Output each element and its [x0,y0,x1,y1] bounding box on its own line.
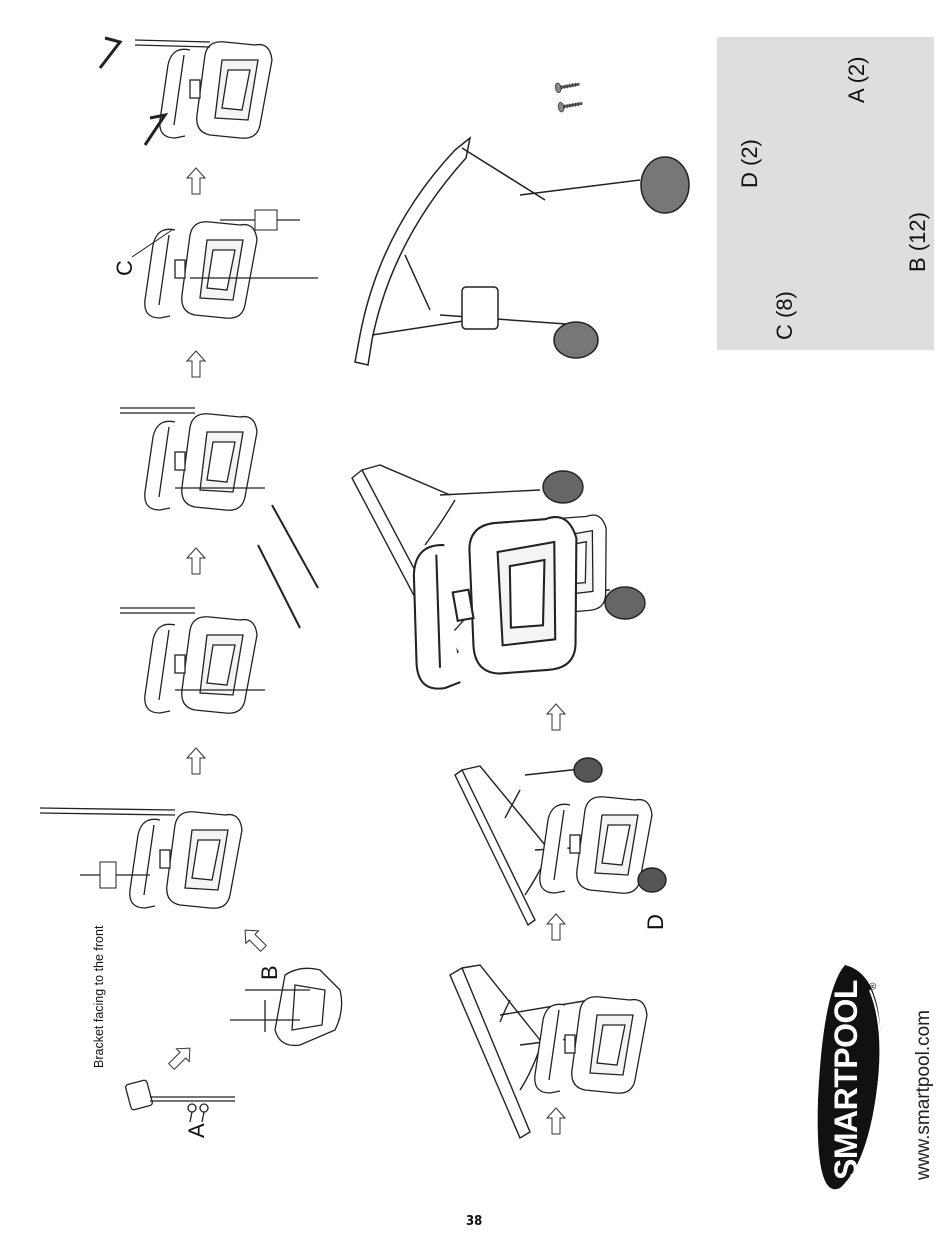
step-8-frame-handle [450,965,647,1138]
page-number: 38 [466,1214,482,1229]
arrow-icon [187,351,205,377]
arrow-icon [187,168,205,194]
hardware-label-b: B (12) [905,212,931,272]
screw-icon [555,79,584,112]
hardware-label-d: D (2) [737,139,763,188]
step-5-cleaner-with-axles [120,408,318,628]
label-d: D [643,914,669,930]
hardware-label-a: A (2) [844,57,870,103]
bracket-note: Bracket facing to the front [92,926,106,1068]
label-a: A [184,1123,210,1138]
arrow-icon [165,1042,196,1073]
arrow-icon [547,914,565,940]
step-4-cleaner-with-pole [120,608,265,713]
step-7-cleaner-with-brackets [100,38,272,145]
arrow-icon [187,548,205,574]
arrow-icon [547,1108,565,1134]
label-b: B [257,965,283,980]
arrow-icon [547,704,565,730]
hardware-label-c: C (8) [772,291,798,340]
step-6-cleaner-screws-c [132,210,318,318]
arrow-icon [187,748,205,774]
step-9-frame-with-wheels [455,758,666,925]
step-1-bracket-axle [125,1080,235,1122]
hardware-panel [717,37,934,350]
arrow-icon [239,924,270,955]
registered-mark: ® [868,983,879,990]
step-3-cleaner-with-pole [40,808,242,908]
website-url: www.smartpool.com [913,1010,935,1180]
step-2-cleaner-half-screws [230,968,342,1045]
smartpool-logo: SMARTPOOL [828,980,865,1180]
label-c: C [112,260,138,276]
